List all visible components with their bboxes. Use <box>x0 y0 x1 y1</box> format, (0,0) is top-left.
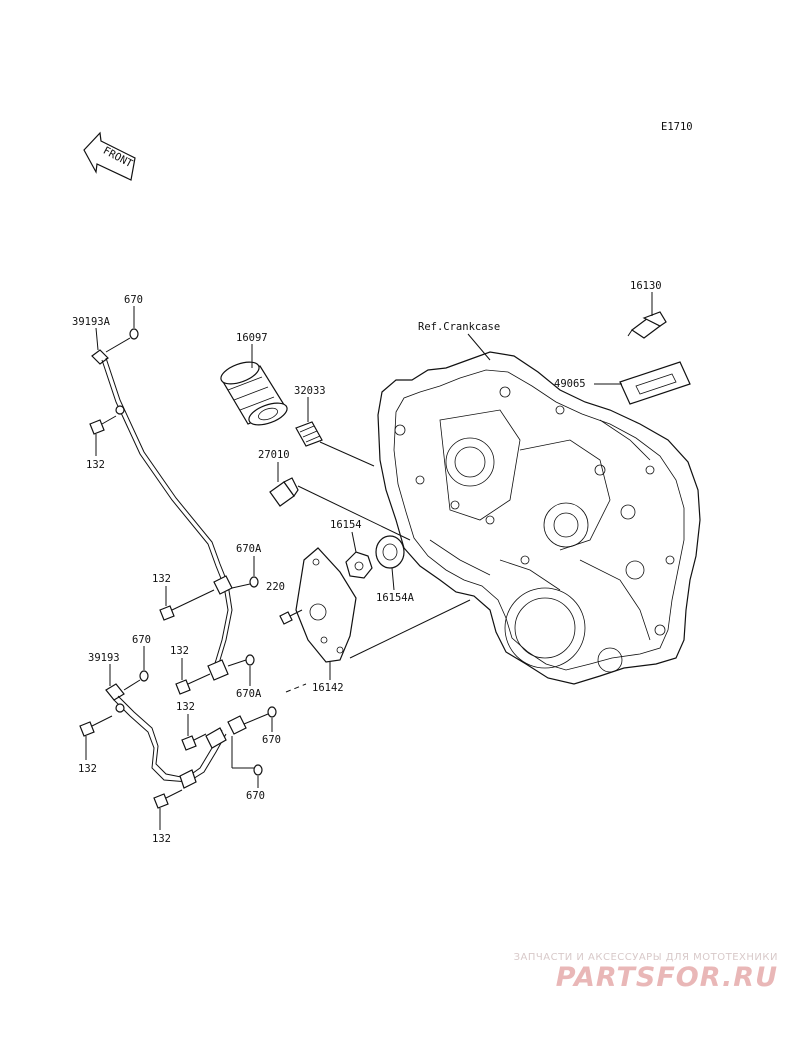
bolt-132-bottom-icon <box>153 789 183 809</box>
callout-16130: 16130 <box>630 280 662 292</box>
callout-220: 220 <box>266 581 285 593</box>
callout-670-top: 670 <box>124 294 143 306</box>
bolt-132-left-a-icon <box>175 673 211 695</box>
oil-pump-rotor-16154 <box>345 551 373 579</box>
bolt-132-top-icon <box>89 415 117 435</box>
callout-670-low-b: 670 <box>246 790 265 802</box>
callout-16097: 16097 <box>236 332 268 344</box>
pipe-32033 <box>295 421 323 447</box>
washer-670A-mid-icon <box>249 576 259 588</box>
label-plate-49065 <box>619 361 691 405</box>
diagram-code: E1710 <box>661 121 693 133</box>
bolt-132-left-b-icon <box>79 715 113 737</box>
bolt-220-icon <box>279 609 303 625</box>
bolt-132-mid-icon <box>159 589 215 621</box>
sensor-16130 <box>627 311 667 339</box>
watermark-logo: PARTSFOR.RU <box>555 962 778 993</box>
callout-16142: 16142 <box>312 682 344 694</box>
callout-16154A: 16154A <box>376 592 415 604</box>
oil-pipe-39193 <box>105 683 247 789</box>
bolt-132-low-icon <box>181 733 207 751</box>
callout-670A-low: 670A <box>236 688 262 700</box>
callout-132-top: 132 <box>86 459 105 471</box>
washer-670-low-a-icon <box>267 706 277 718</box>
washer-670-left-icon <box>139 670 149 682</box>
callout-132-left-a: 132 <box>170 645 189 657</box>
callout-132-mid: 132 <box>152 573 171 585</box>
washer-670-top-icon <box>129 328 139 340</box>
oil-switch-27010 <box>269 477 299 507</box>
washer-670-low-b-icon <box>253 764 263 776</box>
callout-670-low-a: 670 <box>262 734 281 746</box>
callout-ref-crankcase: Ref.Crankcase <box>418 321 500 333</box>
washer-670A-low-icon <box>245 654 255 666</box>
callout-670-left: 670 <box>132 634 151 646</box>
watermark-tagline: ЗАПЧАСТИ И АКСЕССУАРЫ ДЛЯ МОТОТЕХНИКИ <box>513 952 778 963</box>
callout-49065: 49065 <box>554 378 586 390</box>
callout-27010: 27010 <box>258 449 290 461</box>
callout-132-bottom: 132 <box>152 833 171 845</box>
callout-670A-mid: 670A <box>236 543 262 555</box>
oil-pump-rotor-16154A <box>375 535 405 569</box>
callout-16154: 16154 <box>330 519 362 531</box>
callout-32033: 32033 <box>294 385 326 397</box>
callout-132-low: 132 <box>176 701 195 713</box>
front-arrow-icon: FRONT <box>83 131 136 181</box>
oil-pump-cover-16142 <box>295 547 357 663</box>
callout-39193A: 39193A <box>72 316 111 328</box>
crankcase-cover <box>377 351 701 685</box>
callout-132-left-b: 132 <box>78 763 97 775</box>
oil-pipe-39193A <box>91 349 233 681</box>
callout-39193: 39193 <box>88 652 120 664</box>
oil-filter-16097 <box>220 361 288 426</box>
